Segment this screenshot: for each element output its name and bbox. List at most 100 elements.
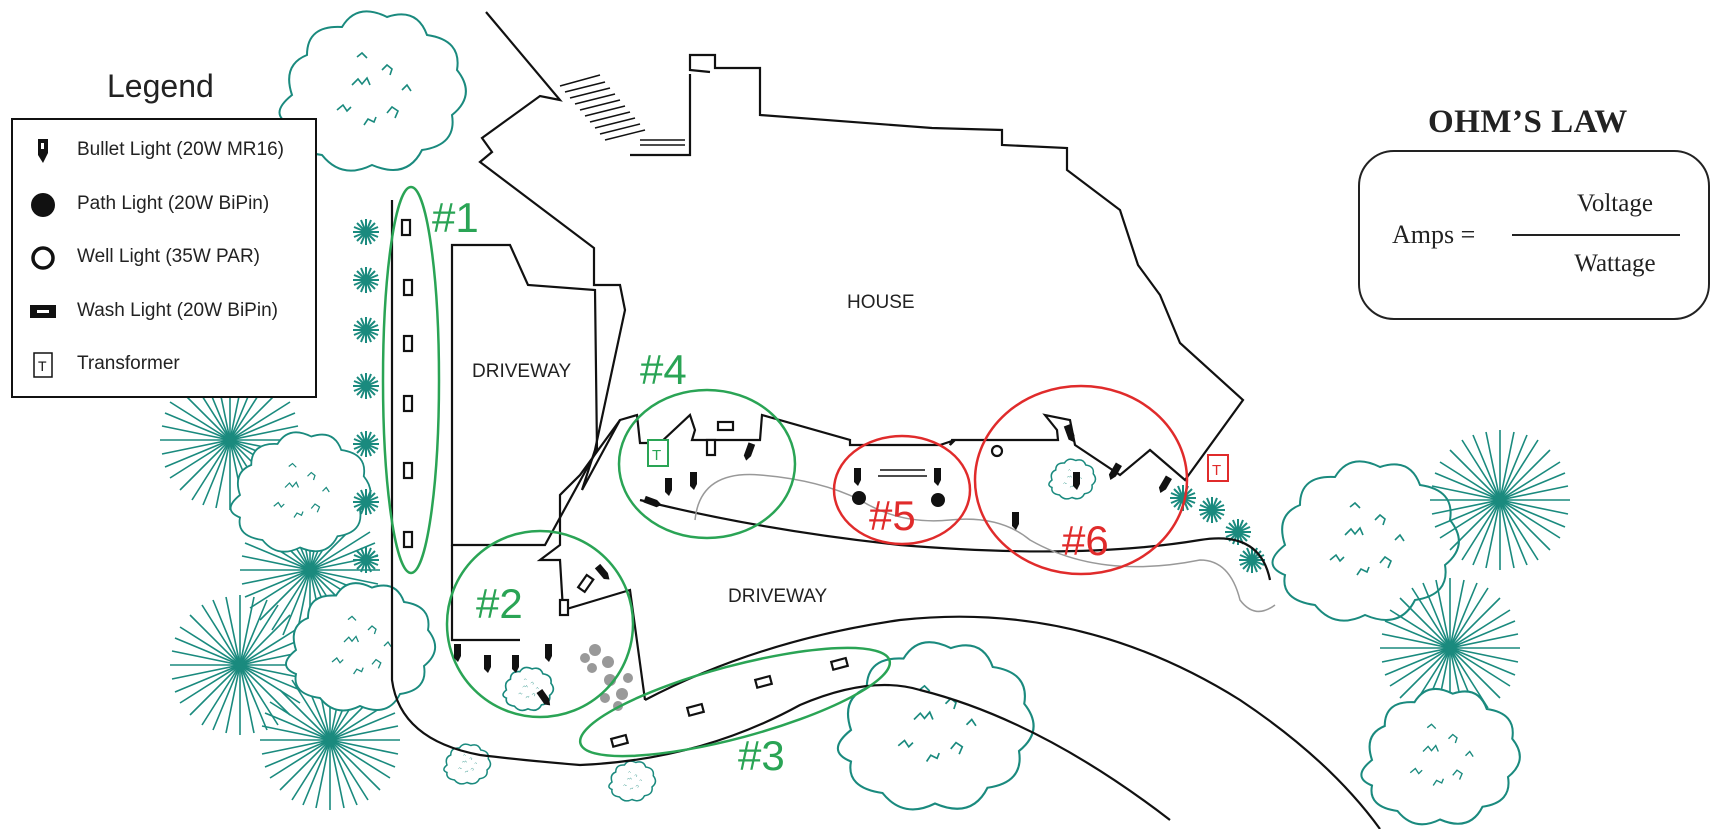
wash-light-icon bbox=[402, 461, 414, 480]
wash-light-icon bbox=[400, 218, 412, 237]
small-shrub-icon bbox=[352, 316, 380, 344]
legend-label: Well Light (35W PAR) bbox=[77, 246, 261, 267]
bullet-light-icon bbox=[1063, 424, 1075, 442]
stairs bbox=[559, 74, 685, 146]
zone-5-ring bbox=[832, 434, 972, 546]
upper-driveway-label: DRIVEWAY bbox=[472, 361, 572, 382]
transformer-icon bbox=[1207, 454, 1229, 482]
formula-lhs: Amps = bbox=[1392, 220, 1476, 249]
wash-light-icon bbox=[402, 394, 414, 413]
transformer-glyph: T bbox=[652, 447, 661, 464]
legend-item-wash-light: Wash Light (20W BiPin) bbox=[13, 292, 313, 332]
path-light-icon bbox=[31, 193, 55, 217]
shrub-icon bbox=[1360, 687, 1521, 826]
bullet-light-icon bbox=[934, 468, 941, 486]
transformer-icon: T bbox=[33, 352, 53, 378]
wash-light-icon bbox=[576, 573, 595, 594]
zone-3-ring bbox=[578, 646, 892, 758]
shrub-icon bbox=[278, 10, 467, 172]
bullet-light-icon bbox=[545, 644, 552, 662]
zone-3-label: #3 bbox=[738, 732, 785, 779]
small-shrub-icon bbox=[1198, 496, 1226, 524]
path-light-icon bbox=[852, 491, 866, 505]
shrub-icon bbox=[836, 641, 1035, 811]
wash-light-icon bbox=[558, 598, 570, 617]
bullet-light-icon bbox=[1158, 475, 1172, 494]
legend-item-bullet-light: Bullet Light (20W MR16) bbox=[13, 131, 313, 171]
zone-2-ring bbox=[445, 529, 635, 719]
bullet-light-icon bbox=[454, 644, 461, 662]
shrub-icon bbox=[608, 760, 657, 802]
legend-label: Path Light (20W BiPin) bbox=[77, 193, 270, 214]
well-light-icon bbox=[31, 246, 55, 270]
wash-light-icon bbox=[753, 674, 774, 690]
wash-light-icon bbox=[705, 438, 717, 457]
shrub-icon bbox=[1048, 458, 1097, 500]
wash-light-icon bbox=[685, 702, 706, 718]
svg-text:T: T bbox=[38, 358, 47, 374]
bullet-light-icon bbox=[1012, 512, 1019, 530]
bullet-light-icon bbox=[643, 495, 662, 508]
bullet-light-icon bbox=[690, 472, 697, 490]
legend-item-transformer: T Transformer bbox=[13, 345, 313, 385]
porch-steps bbox=[878, 469, 927, 477]
zone-1-ring bbox=[381, 185, 441, 575]
ohms-law-title: OHM’S LAW bbox=[1428, 104, 1628, 140]
bullet-light-icon bbox=[484, 655, 491, 673]
legend-label: Wash Light (20W BiPin) bbox=[77, 300, 278, 321]
shrub-icon bbox=[285, 582, 436, 712]
lower-driveway-outline bbox=[390, 200, 1171, 821]
legend: Bullet Light (20W MR16) Path Light (20W … bbox=[11, 118, 317, 398]
fixtures: T T bbox=[400, 218, 1229, 749]
small-shrub-icon bbox=[352, 218, 380, 246]
wash-light-icon bbox=[716, 420, 735, 432]
shrub-icon bbox=[1271, 460, 1460, 622]
palm-icon bbox=[1429, 429, 1571, 571]
wash-light-icon bbox=[609, 733, 630, 749]
shrub-icon bbox=[229, 431, 372, 553]
lighting-zones bbox=[381, 185, 1189, 758]
zone-4-label: #4 bbox=[640, 346, 687, 393]
bullet-light-icon bbox=[1108, 462, 1122, 481]
fraction-bar bbox=[1512, 234, 1680, 236]
small-shrub-icon bbox=[1238, 546, 1266, 574]
path-light-icon bbox=[931, 493, 945, 507]
legend-item-path-light: Path Light (20W BiPin) bbox=[13, 185, 313, 225]
ohms-law-formula: Amps = Voltage Wattage bbox=[1358, 150, 1710, 320]
upper-driveway-outline bbox=[450, 243, 599, 547]
transformer-glyph: T bbox=[1212, 462, 1221, 479]
small-shrub-icon bbox=[352, 430, 380, 458]
legend-label: Transformer bbox=[77, 353, 180, 374]
wash-light-icon bbox=[30, 305, 56, 318]
shrub-icon bbox=[502, 666, 555, 712]
shrub-icon bbox=[443, 743, 492, 785]
lower-driveway-label: DRIVEWAY bbox=[728, 586, 828, 607]
bullet-light-icon bbox=[743, 442, 756, 461]
formula-numerator: Voltage bbox=[1577, 190, 1653, 217]
wash-light-icon bbox=[402, 334, 414, 353]
wash-light-icon bbox=[829, 656, 850, 672]
vegetation bbox=[159, 10, 1571, 826]
legend-item-well-light: Well Light (35W PAR) bbox=[13, 238, 313, 278]
house-outline bbox=[478, 11, 1245, 491]
wash-light-icon bbox=[402, 530, 414, 549]
small-shrub-icon bbox=[352, 372, 380, 400]
bullet-light-icon bbox=[594, 563, 610, 580]
zone-1-label: #1 bbox=[432, 194, 479, 241]
legend-label: Bullet Light (20W MR16) bbox=[77, 139, 284, 160]
zone-4-ring bbox=[617, 388, 797, 540]
bullet-light-icon bbox=[536, 688, 551, 706]
wash-light-icon bbox=[402, 278, 414, 297]
house-label: HOUSE bbox=[847, 292, 915, 313]
bullet-light-icon bbox=[38, 139, 48, 163]
zone-2-label: #2 bbox=[476, 580, 523, 627]
well-light-icon bbox=[990, 444, 1004, 458]
zone-6-label: #6 bbox=[1062, 517, 1109, 564]
formula-denominator: Wattage bbox=[1574, 250, 1656, 277]
small-shrub-icon bbox=[352, 266, 380, 294]
bullet-light-icon bbox=[512, 655, 519, 673]
bullet-light-icon bbox=[1073, 472, 1080, 490]
bullet-light-icon bbox=[665, 478, 672, 496]
transformer-icon bbox=[647, 439, 669, 467]
